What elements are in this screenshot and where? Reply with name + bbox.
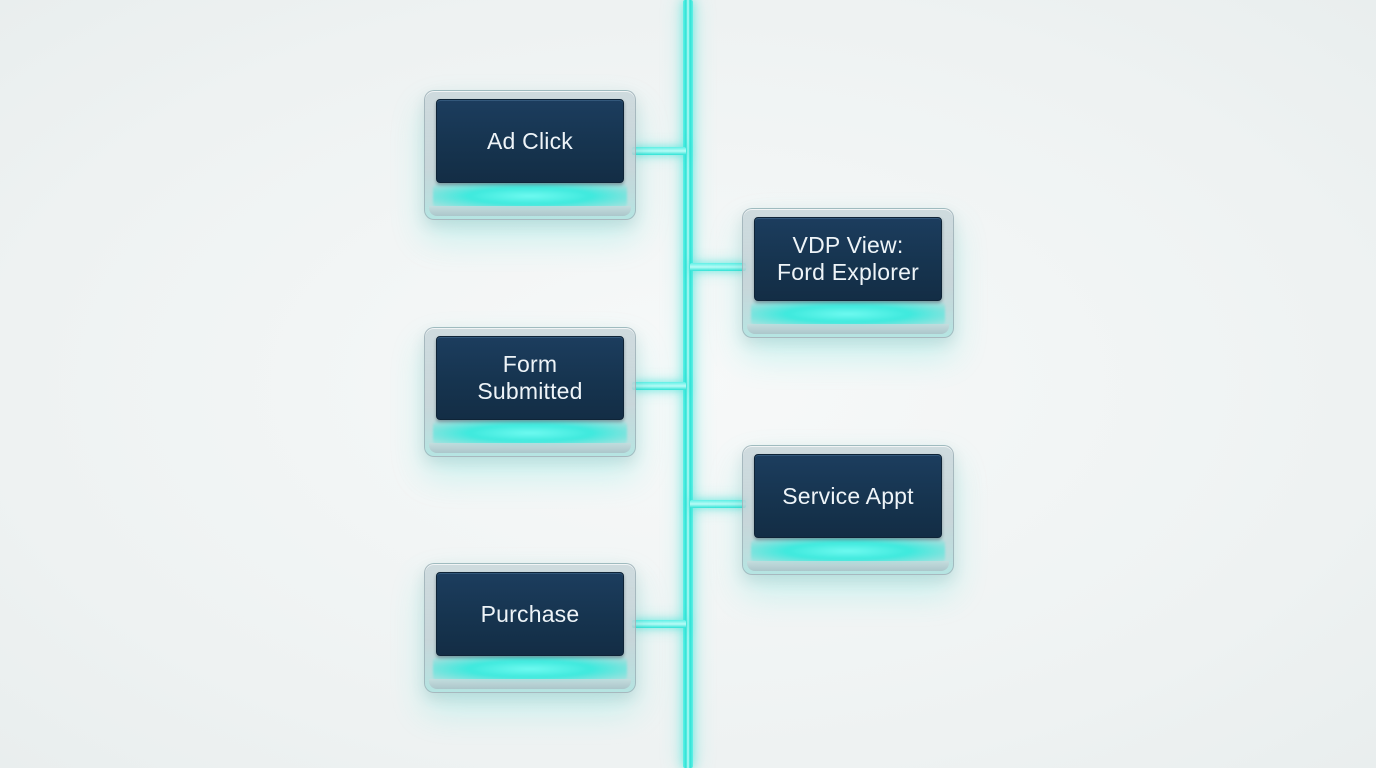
- node-face: VDP View: Ford Explorer: [754, 217, 942, 301]
- node-label: VDP View: Ford Explorer: [777, 232, 919, 285]
- node-label: Purchase: [480, 600, 580, 627]
- node-vdp-view: VDP View: Ford Explorer: [742, 208, 954, 338]
- node-glow: [751, 301, 945, 327]
- node-glow: [433, 183, 627, 209]
- node-face: Purchase: [436, 572, 624, 656]
- node-base: [747, 561, 949, 571]
- node-face: Form Submitted: [436, 336, 624, 420]
- node-base: [429, 679, 631, 689]
- node-face: Ad Click: [436, 99, 624, 183]
- connector-vdp-view: [690, 263, 746, 271]
- connector-purchase: [632, 620, 686, 628]
- node-base: [429, 206, 631, 216]
- node-label: Ad Click: [487, 127, 573, 154]
- node-base: [429, 443, 631, 453]
- node-label: Form Submitted: [477, 351, 583, 404]
- node-glow: [433, 656, 627, 682]
- node-label: Service Appt: [782, 482, 914, 509]
- connector-ad-click: [632, 147, 686, 155]
- node-ad-click: Ad Click: [424, 90, 636, 220]
- node-form-submitted: Form Submitted: [424, 327, 636, 457]
- connector-service-appt: [690, 500, 746, 508]
- timeline-spine: [683, 0, 693, 768]
- node-service-appt: Service Appt: [742, 445, 954, 575]
- node-base: [747, 324, 949, 334]
- node-purchase: Purchase: [424, 563, 636, 693]
- node-glow: [433, 420, 627, 446]
- connector-form-submitted: [632, 382, 686, 390]
- node-glow: [751, 538, 945, 564]
- node-face: Service Appt: [754, 454, 942, 538]
